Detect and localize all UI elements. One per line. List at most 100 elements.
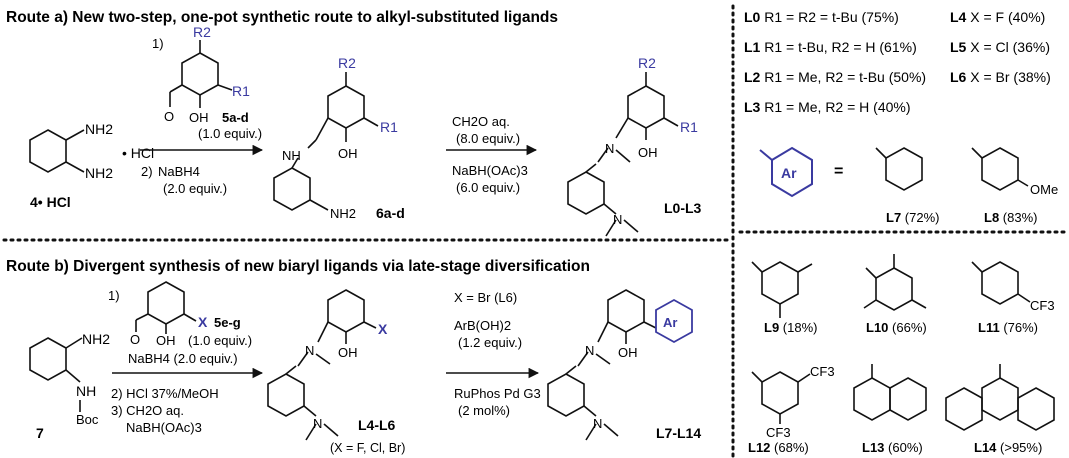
atom-r2: R2 [638,55,656,71]
intermediate-l4-l6-structure [267,289,377,441]
atom-n: N [593,416,602,431]
aryl-yield: L9 (18%) [764,320,817,335]
compound-label-7: 7 [36,425,44,441]
atom-nh2: NH2 [330,206,356,221]
step-label: 2) HCl 37%/MeOH [111,386,219,401]
atom-r1: R1 [232,83,250,99]
ligand-entry: L2 R1 = Me, R2 = t-Bu (50%) [744,69,926,85]
condition-text: X = Br (L6) [454,290,517,305]
ligand-entry: L0 R1 = R2 = t-Bu (75%) [744,9,899,25]
aldehyde-5e-g-structure [135,281,197,334]
atom-r1: R1 [380,119,398,135]
reagent-label: NaBH4 (2.0 equiv.) [128,351,238,366]
aryl-label: Ar [781,165,797,181]
atom-cf3: CF3 [810,364,835,379]
step-number: 2) [141,164,153,179]
reagent-equiv: (2.0 equiv.) [163,181,227,196]
compound-label-l4-l6: L4-L6 [358,417,396,433]
aryl-label: Ar [663,315,677,330]
ligand-entry: L6 X = Br (38%) [950,69,1051,85]
atom-o: O [130,332,140,347]
aryl-l11-structure [971,261,1031,305]
atom-oh: OH [638,145,658,160]
reagent-label: 5a-d [222,110,249,125]
atom-nh2: NH2 [85,121,113,137]
aryl-l10-structure [863,254,927,311]
atom-boc: Boc [76,412,99,427]
atom-n: N [613,212,622,227]
aryl-l7-structure [875,147,923,191]
intermediate-6a-d-structure [273,72,379,211]
aryl-yield: L12 (68%) [748,440,809,455]
reagent-equiv: (8.0 equiv.) [456,131,520,146]
route-b-title: Route b) Divergent synthesis of new biar… [6,258,590,275]
ligand-entry: L1 R1 = t-Bu, R2 = H (61%) [744,39,917,55]
equals-sign: = [834,163,843,180]
product-l0-l3-structure [567,72,679,237]
aryl-yield: L7 (72%) [886,210,939,225]
reagent-label: NaBH(OAc)3 [452,163,528,178]
product-l7-l14-structure [547,289,657,441]
atom-nh: NH [76,383,96,399]
atom-x: X [378,321,388,337]
atom-r1: R1 [680,119,698,135]
aryl-yield: L10 (66%) [866,320,927,335]
aryl-l14-structure [945,364,1055,431]
reagent-label: CH2O aq. [452,114,510,129]
aryl-yield: L8 (83%) [984,210,1037,225]
atom-n: N [605,141,614,156]
reagent-equiv: (6.0 equiv.) [456,180,520,195]
atom-x: X [198,314,208,330]
atom-oh: OH [338,146,358,161]
ligand-entry: L4 X = F (40%) [950,9,1045,25]
condition-text: ArB(OH)2 [454,318,511,333]
atom-r2: R2 [338,55,356,71]
atom-n: N [305,343,314,358]
aryl-l8-structure [971,147,1029,191]
atom-n: N [585,343,594,358]
ligand-entry: L5 X = Cl (36%) [950,39,1050,55]
step-number: 1) [108,288,120,303]
atom-oh: OH [338,345,358,360]
ligand-entry: L3 R1 = Me, R2 = H (40%) [744,99,911,115]
condition-text: (1.2 equiv.) [458,335,522,350]
aryl-l13-structure [853,364,927,421]
compound-label-l0-l3: L0-L3 [664,200,702,216]
step-label: NaBH(OAc)3 [126,420,202,435]
route-a-title: Route a) New two-step, one-pot synthetic… [6,9,558,26]
atom-n: N [313,416,322,431]
atom-oh: OH [189,110,209,125]
step-number: 1) [152,36,164,51]
reagent-label: NaBH4 [158,164,200,179]
aryl-l9-structure [751,261,813,318]
atom-oh: OH [618,345,638,360]
ligand-table: L0 R1 = R2 = t-Bu (75%) L1 R1 = t-Bu, R2… [744,9,1051,115]
compound-note: (X = F, Cl, Br) [330,441,405,455]
step-label: 3) CH2O aq. [111,403,184,418]
reagent-equiv: (1.0 equiv.) [198,126,262,141]
atom-o: O [164,109,174,124]
aryl-yield: L11 (76%) [978,320,1038,335]
salt-label: • HCl [122,145,154,161]
reagent-label: 5e-g [214,315,241,330]
atom-oh: OH [156,333,176,348]
atom-cf3: CF3 [1030,298,1055,313]
compound-4-structure [29,129,85,173]
aryl-yield: L13 (60%) [862,440,923,455]
atom-cf3: CF3 [766,425,791,440]
condition-text: RuPhos Pd G3 [454,386,541,401]
atom-ome: OMe [1030,182,1058,197]
aldehyde-5a-d-structure [169,40,233,108]
aryl-definition [759,146,813,198]
compound-label-4: 4• HCl [30,194,71,210]
compound-label-6a-d: 6a-d [376,205,405,221]
compound-7-structure [29,337,83,412]
aryl-placeholder-ring [655,298,693,344]
condition-text: (2 mol%) [458,403,510,418]
atom-nh2: NH2 [82,331,110,347]
compound-label-l7-l14: L7-L14 [656,425,701,441]
aryl-yield: L14 (>95%) [974,440,1042,455]
reagent-equiv: (1.0 equiv.) [188,333,252,348]
aryl-l12-structure [751,371,811,424]
